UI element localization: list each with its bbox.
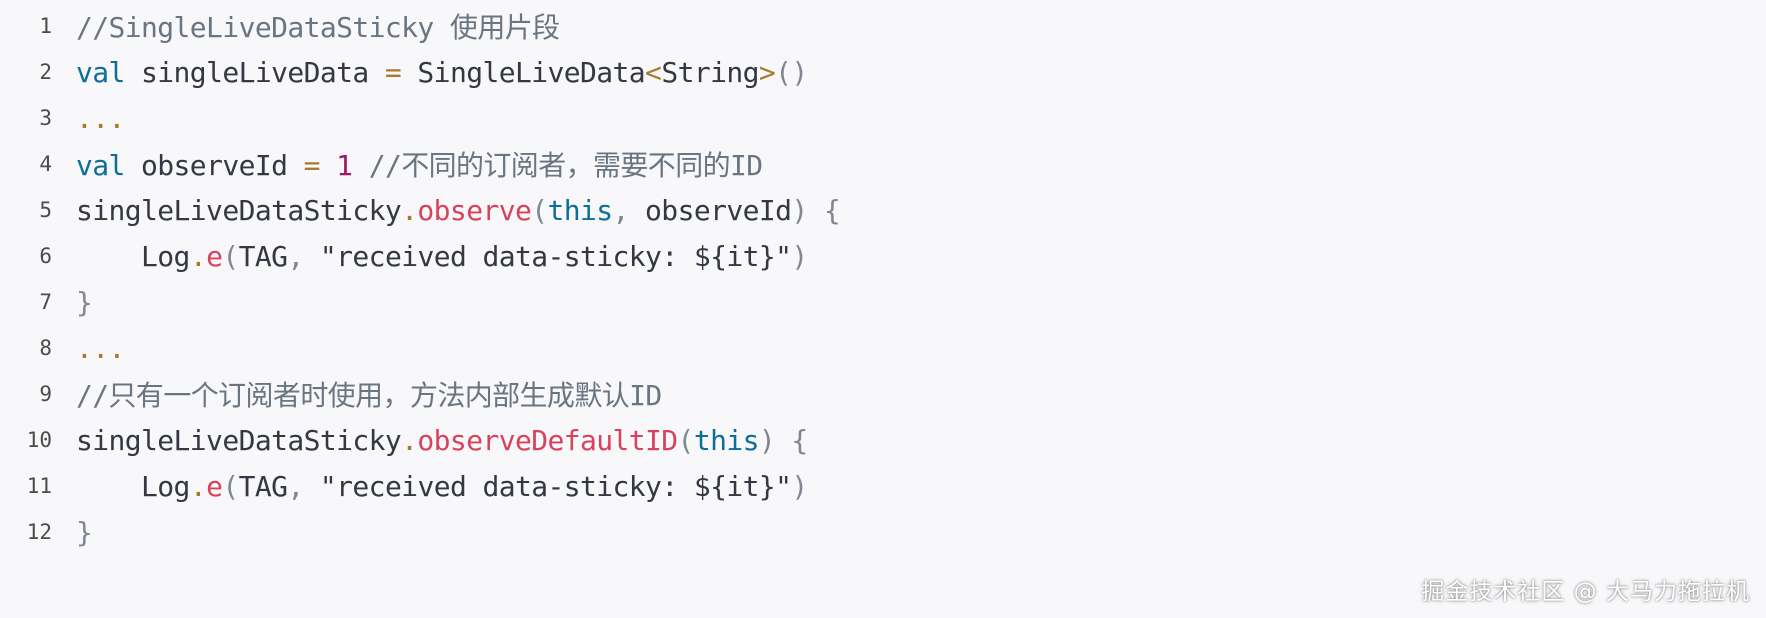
operator: . xyxy=(401,423,418,457)
code-line: 7 } xyxy=(0,276,93,328)
line-number: 7 xyxy=(39,290,52,314)
line-number: 3 xyxy=(39,106,52,130)
line-number: 2 xyxy=(39,60,52,84)
string-literal: "received data-sticky: ${it}" xyxy=(303,239,792,273)
code-line: 4 val observeId = 1 //不同的订阅者，需要不同的ID xyxy=(0,138,763,190)
keyword: val xyxy=(76,149,125,182)
identifier: TAG xyxy=(238,239,288,273)
punctuation: , xyxy=(287,469,304,503)
operator: = xyxy=(303,149,321,182)
identifier: String xyxy=(661,55,759,89)
identifier: singleLiveData xyxy=(124,55,385,89)
code-line: 6 Log.e(TAG, "received data-sticky: ${it… xyxy=(0,230,808,282)
operator: . xyxy=(189,469,207,503)
punctuation: ) xyxy=(758,423,776,457)
line-number: 1 xyxy=(39,14,52,38)
comment: //SingleLiveDataSticky 使用片段 xyxy=(76,11,560,44)
operator: . xyxy=(189,239,207,273)
code-line: 2 val singleLiveData = SingleLiveData<St… xyxy=(0,46,808,98)
function-name: e xyxy=(206,239,223,273)
line-number: 11 xyxy=(26,474,52,498)
punctuation: } xyxy=(76,285,93,319)
code-line: 11 Log.e(TAG, "received data-sticky: ${i… xyxy=(0,460,809,512)
function-name: e xyxy=(206,469,223,503)
identifier: TAG xyxy=(238,469,288,503)
space xyxy=(320,149,336,182)
keyword: this xyxy=(693,423,760,457)
keyword: val xyxy=(76,55,125,89)
operator: = xyxy=(384,55,402,89)
string-literal: "received data-sticky: ${it}" xyxy=(303,469,792,503)
line-number: 9 xyxy=(39,382,52,406)
identifier: SingleLiveData xyxy=(401,55,646,89)
operator: > xyxy=(758,55,776,89)
keyword: this xyxy=(547,193,614,227)
code-line: 10 singleLiveDataSticky.observeDefaultID… xyxy=(0,414,809,466)
punctuation: { xyxy=(791,423,808,457)
line-number: 4 xyxy=(39,152,52,176)
punctuation: ( xyxy=(531,193,548,227)
function-name: observe xyxy=(417,193,532,227)
identifier: Log xyxy=(76,469,190,503)
line-number: 12 xyxy=(26,520,52,544)
ellipsis: ... xyxy=(76,331,125,365)
line-number: 8 xyxy=(39,336,52,360)
punctuation: ( xyxy=(222,469,239,503)
code-line: 1 //SingleLiveDataSticky 使用片段 xyxy=(0,0,560,52)
comment: //不同的订阅者，需要不同的ID xyxy=(368,149,763,182)
punctuation: , xyxy=(612,193,630,227)
punctuation: , xyxy=(287,239,304,273)
punctuation: ) xyxy=(791,239,808,273)
identifier: singleLiveDataSticky xyxy=(76,423,402,457)
code-line: 12 } xyxy=(0,506,93,558)
line-number: 10 xyxy=(26,428,52,452)
punctuation: () xyxy=(775,55,808,89)
punctuation: ) xyxy=(791,469,808,503)
punctuation: { xyxy=(823,193,841,227)
punctuation: ( xyxy=(677,423,695,457)
punctuation: ( xyxy=(222,239,239,273)
identifier: observeId xyxy=(124,149,304,182)
space xyxy=(808,194,824,227)
code-line: 5 singleLiveDataSticky.observe(this, obs… xyxy=(0,184,840,236)
comment: //只有一个订阅者时使用，方法内部生成默认ID xyxy=(76,379,662,412)
punctuation: ) xyxy=(791,193,808,227)
identifier: Log xyxy=(76,239,190,273)
ellipsis: ... xyxy=(76,101,125,135)
identifier: observeId xyxy=(628,193,792,227)
line-number: 6 xyxy=(39,244,52,268)
line-number: 5 xyxy=(39,198,52,222)
space xyxy=(352,149,368,182)
number-literal: 1 xyxy=(336,149,353,182)
punctuation: } xyxy=(76,515,93,549)
code-line: 9 //只有一个订阅者时使用，方法内部生成默认ID xyxy=(0,368,662,420)
operator: < xyxy=(645,55,662,89)
watermark: 掘金技术社区 @ 大马力拖拉机 xyxy=(1421,579,1750,605)
operator: . xyxy=(401,193,418,227)
function-name: observeDefaultID xyxy=(417,423,678,457)
space xyxy=(775,424,791,457)
code-line: 3 ... xyxy=(0,92,125,144)
code-line: 8 ... xyxy=(0,322,125,374)
identifier: singleLiveDataSticky xyxy=(76,193,402,227)
